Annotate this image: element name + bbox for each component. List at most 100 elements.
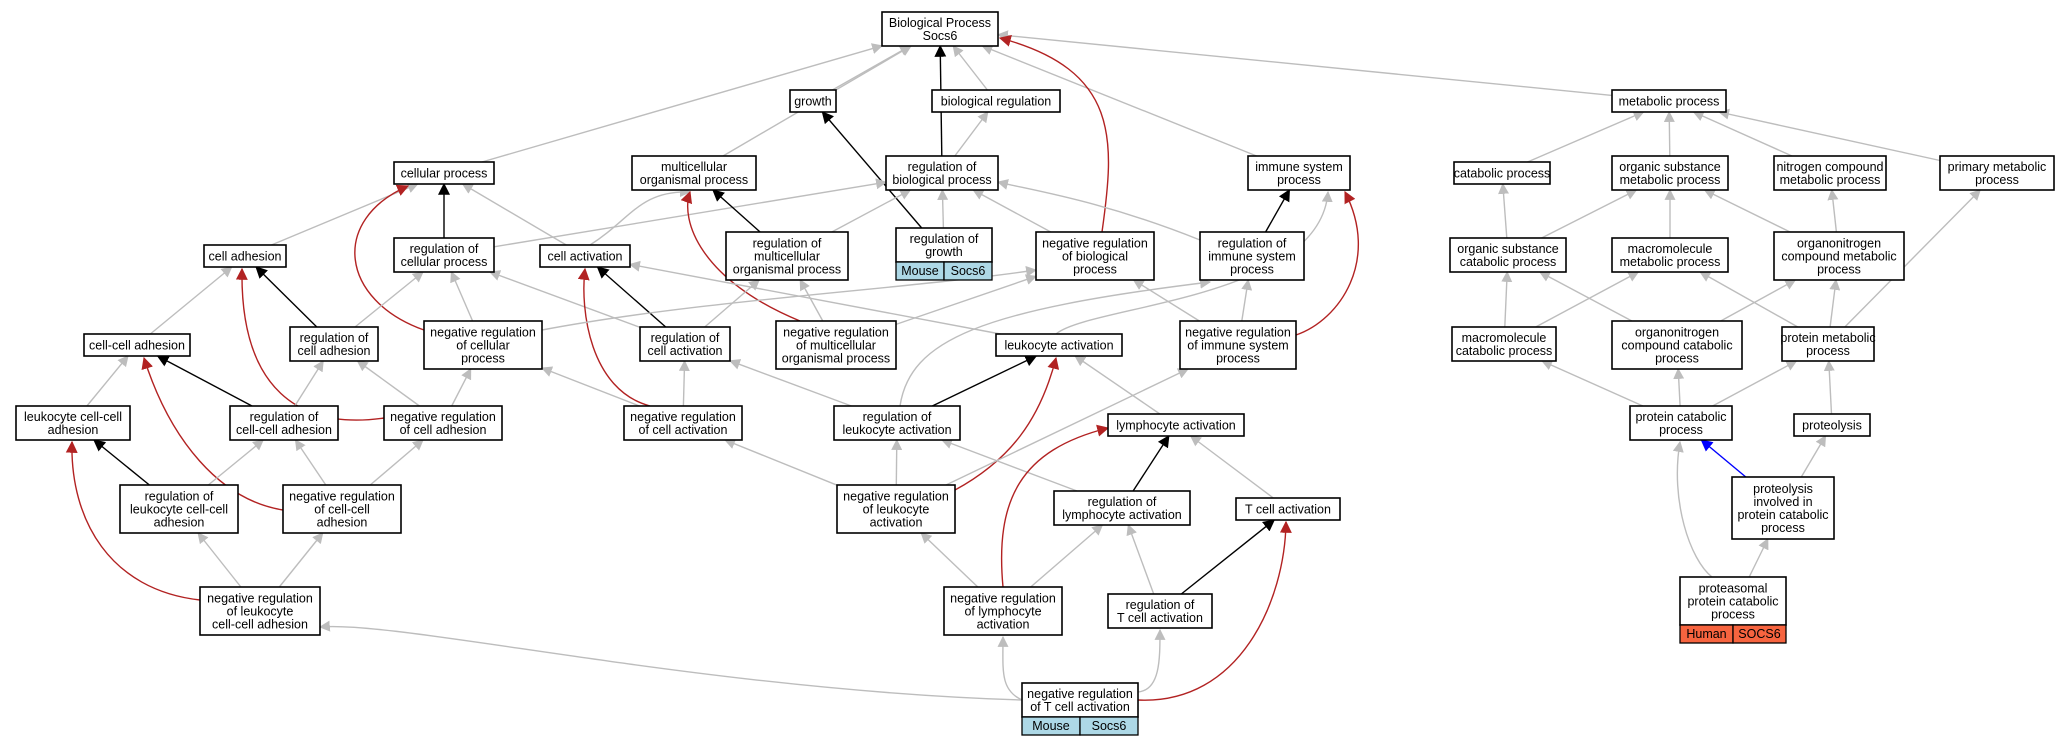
node-cellproc[interactable]: cellular process: [393, 161, 495, 185]
node-box: [1611, 89, 1727, 113]
node-label-line: organismal process: [640, 173, 748, 187]
node-box: [1035, 231, 1155, 281]
edge-is-a-macrocat-to-macromet: [1535, 271, 1640, 328]
node-metab[interactable]: metabolic process: [1611, 89, 1727, 113]
node-label-line: lymphocyte activation: [1116, 419, 1236, 433]
node-label-line: of multicellular: [796, 339, 876, 353]
node-cellact[interactable]: cell activation: [539, 244, 631, 268]
edge-part-of-regtcell-to-tcellact: [1180, 519, 1276, 595]
node-growth[interactable]: growth: [789, 89, 837, 113]
node-box: [1611, 155, 1729, 191]
node-label-line: proteolysis: [1802, 419, 1862, 433]
edge-is-a-proteasomal-to-protprotcat: [1748, 538, 1769, 578]
node-label-line: metabolic process: [1780, 173, 1881, 187]
node-bioreg[interactable]: biological regulation: [931, 89, 1061, 113]
edge-is-a-growth-to-bp: [832, 45, 911, 91]
edge-is-a-macrocat-to-orgsubcat: [1501, 270, 1513, 328]
node-ccadh[interactable]: cell-cell adhesion: [83, 333, 191, 357]
node-lymphact[interactable]: lymphocyte activation: [1107, 413, 1245, 437]
node-label-line: process: [1806, 344, 1850, 358]
edge-is-a-cellproc-to-bp: [481, 43, 884, 163]
node-label-line: protein catabolic: [1635, 410, 1726, 424]
node-catab[interactable]: catabolic process: [1453, 161, 1551, 185]
node-label-line: negative regulation: [783, 326, 889, 340]
edge-is-a-cellact-to-cellproc: [461, 183, 567, 246]
edge-negatively-regulates-negregbio-to-bp: [998, 34, 1110, 233]
node-label-line: negative regulation: [289, 490, 395, 504]
node-label-line: cell-cell adhesion: [236, 423, 332, 437]
edge-is-a-negregleuk-to-negregcellact: [724, 438, 838, 486]
node-box: [631, 155, 757, 191]
node-box: [623, 405, 743, 441]
node-box: [1107, 593, 1213, 629]
node-box: [775, 320, 897, 370]
species-badge-label: Human: [1686, 627, 1726, 641]
node-label-line: organic substance: [1457, 242, 1559, 256]
edge-is-a-negregleuk-to-negregimm: [945, 368, 1189, 486]
node-celladh[interactable]: cell adhesion: [203, 244, 287, 268]
node-label-line: protein catabolic: [1737, 508, 1828, 522]
node-leukact[interactable]: leukocyte activation: [995, 333, 1123, 357]
node-box: [199, 586, 321, 636]
node-label-line: immune system: [1208, 250, 1296, 264]
edge-is-a-negregtcell-to-negreglymph: [997, 635, 1023, 701]
edge-is-a-proteolysis-to-protmet: [1823, 359, 1835, 415]
node-label-line: compound catabolic: [1621, 339, 1732, 353]
node-box: [83, 333, 191, 357]
node-label-line: biological process: [892, 173, 991, 187]
node-label-line: cell adhesion: [209, 250, 282, 264]
node-label-line: process: [1073, 263, 1117, 277]
edge-is-a-protcat-to-protmet: [1712, 360, 1798, 407]
edge-is-a-nitromet-to-metab: [1692, 111, 1793, 157]
node-tcellact[interactable]: T cell activation: [1235, 497, 1341, 521]
node-box: [1053, 490, 1191, 526]
edge-is-a-protcat-to-orgnitrocat: [1673, 367, 1685, 407]
node-proteolysis[interactable]: proteolysis: [1793, 413, 1871, 437]
node-label-line: cell activation: [647, 344, 722, 358]
edge-is-a-negregccadh-to-negregcelladh: [369, 439, 424, 486]
node-regtcell[interactable]: regulation ofT cell activation: [1107, 593, 1213, 629]
node-box: [119, 484, 239, 534]
edge-is-a-negregbio-to-regbio: [972, 189, 1052, 233]
edge-is-a-orgsubcat-to-orgsubmet: [1541, 189, 1638, 239]
